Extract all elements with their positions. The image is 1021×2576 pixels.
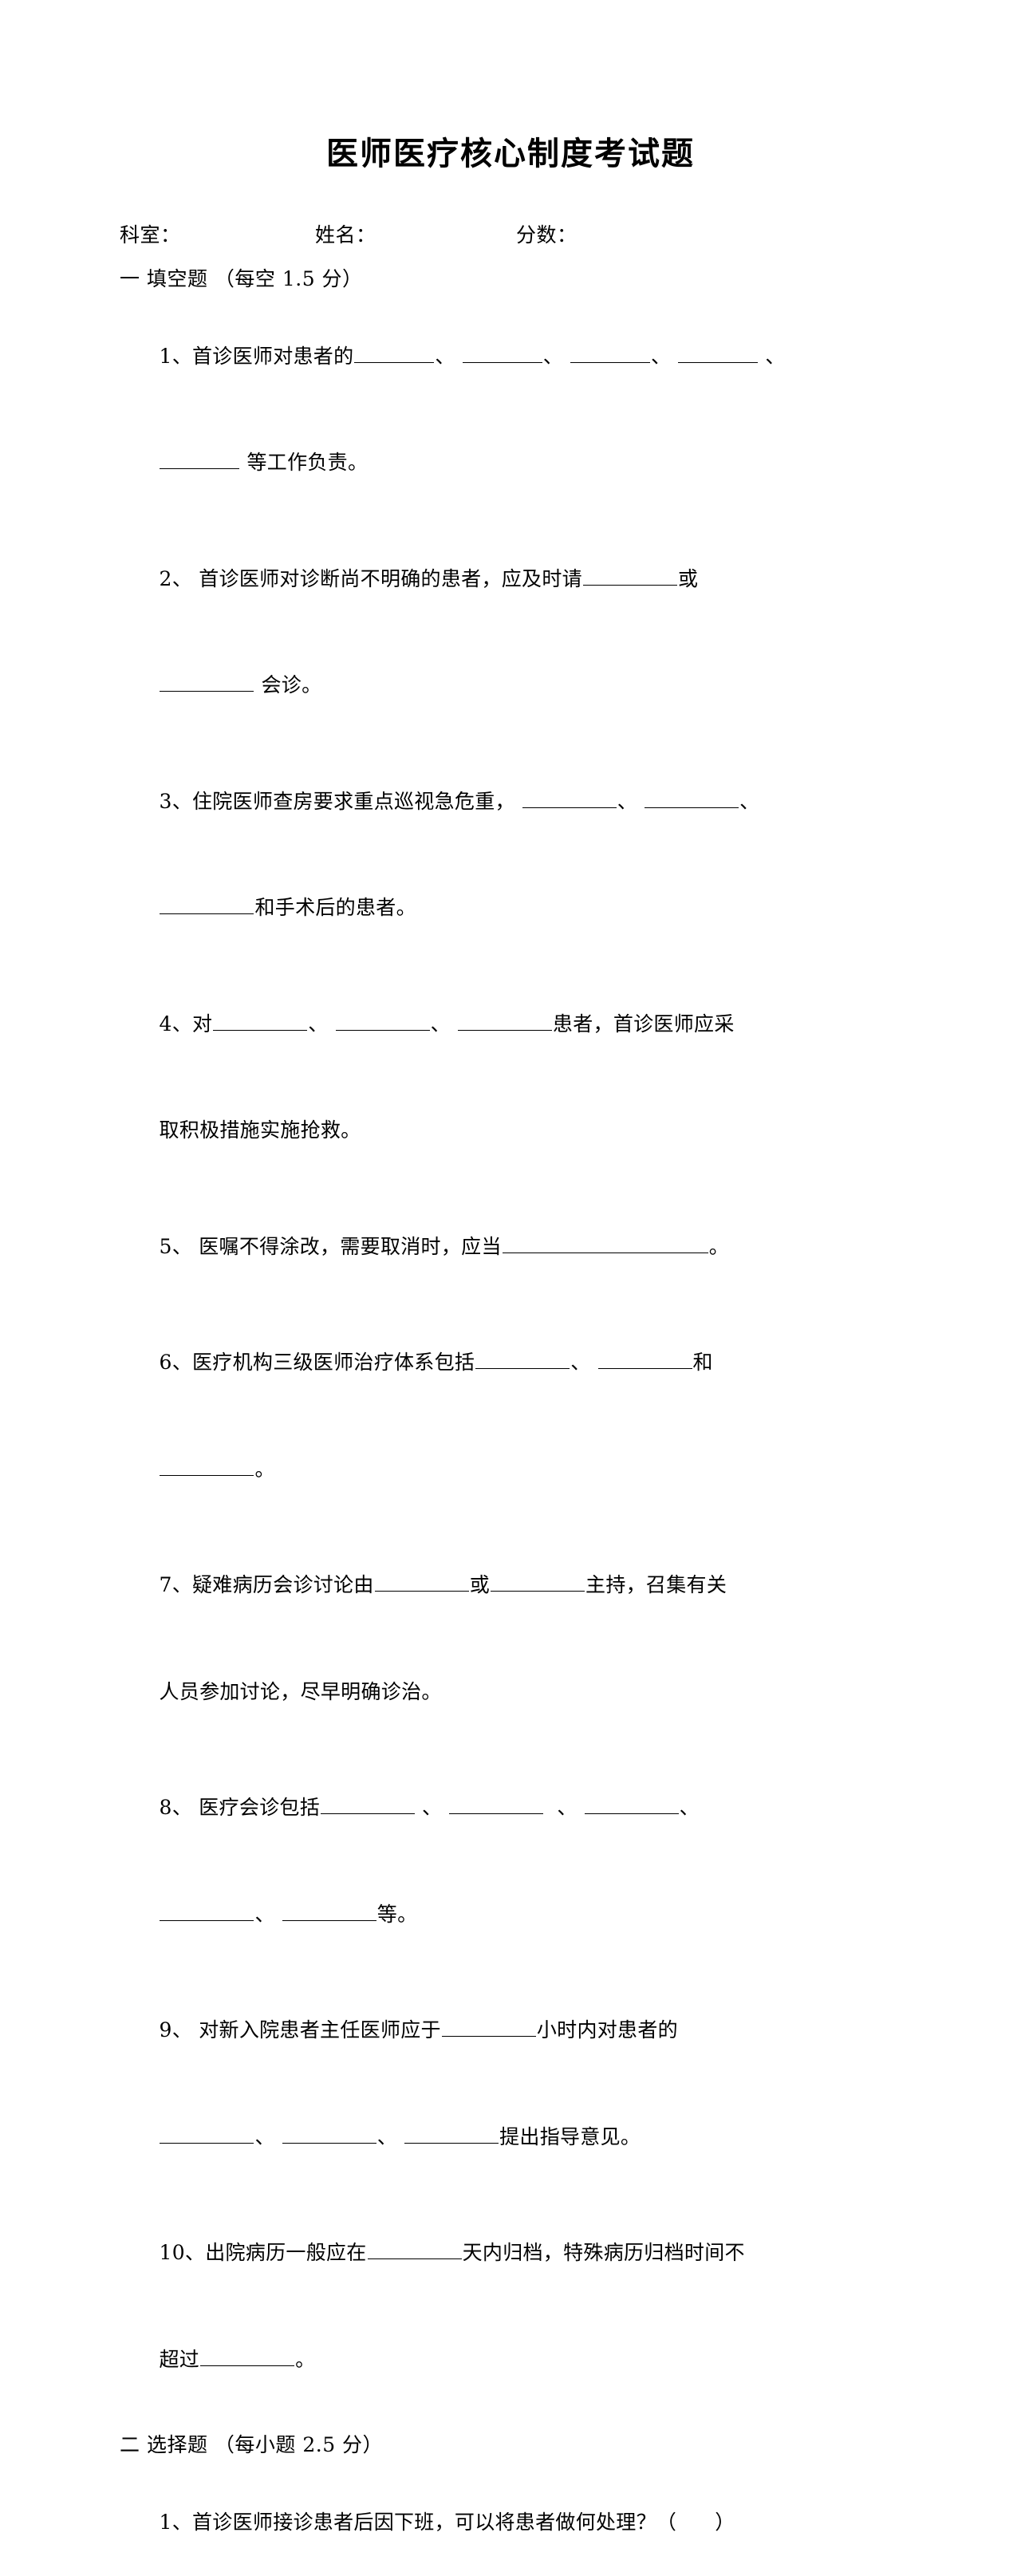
answer-blank[interactable] (374, 1569, 469, 1592)
question-text: 会诊。 (261, 673, 322, 697)
question-item: 2、 首诊医师对诊断尚不明确的患者，应及时请 或 会诊。 (120, 526, 901, 739)
question-item: 9、 对新入院患者主任医师应于 小时内对患者的 、 、 提出指导意见。 (120, 1978, 901, 2191)
answer-blank[interactable] (457, 1008, 552, 1031)
question-text: 7、疑难病历会诊讨论由 (159, 1573, 374, 1597)
answer-blank[interactable] (502, 1231, 708, 1253)
answer-blank[interactable] (282, 1899, 376, 1921)
question-text: 3、住院医师查房要求重点巡视急危重， (159, 789, 515, 813)
question-text: 提出指导意见。 (499, 2124, 641, 2148)
question-text: 5、 医嘱不得涂改，需要取消时，应当 (159, 1234, 502, 1258)
answer-blank[interactable] (449, 1792, 544, 1815)
separator: 、 (679, 1796, 700, 1820)
question-text: 。 (295, 2347, 316, 2371)
question-text: 等工作负责。 (246, 451, 369, 475)
question-text: 8、 医疗会诊包括 (159, 1796, 321, 1820)
document-page: 医师医疗核心制度考试题 科室： 姓名： 分数： 一 填空题 （每空 1.5 分）… (120, 135, 901, 2534)
question-text: 主持，召集有关 (585, 1573, 727, 1597)
question-item: 5、 医嘱不得涂改，需要取消时，应当 。 (120, 1193, 901, 1300)
question-text: ） (715, 2510, 735, 2534)
separator: 、 (542, 344, 564, 368)
answer-blank[interactable] (584, 1792, 679, 1815)
page-title: 医师医疗核心制度考试题 (326, 135, 695, 172)
separator: 、 (254, 2124, 275, 2148)
department-label: 科室： (120, 223, 181, 247)
separator: 、 (430, 1012, 451, 1036)
question-item: 8、 医疗会诊包括、、、 、等。 (120, 1755, 901, 1968)
separator: 、 (617, 789, 638, 813)
answer-blank[interactable] (160, 447, 240, 470)
score-label: 分数： (516, 223, 578, 247)
answer-blank[interactable] (582, 563, 677, 586)
question-item: 1、首诊医师对患者的 、 、 、 、 等工作负责。 (120, 303, 901, 516)
answer-blank[interactable] (597, 1347, 692, 1370)
question-text: 6、医疗机构三级医师治疗体系包括 (159, 1351, 475, 1375)
question-text: 小时内对患者的 (536, 2018, 678, 2042)
answer-blank[interactable] (160, 1899, 254, 1921)
question-text: 或 (469, 1573, 491, 1597)
question-text: 2、 首诊医师对诊断尚不明确的患者，应及时请 (159, 566, 582, 590)
question-item: 1、首诊医师接诊患者后因下班，可以将患者做何处理？（ ） (120, 2469, 901, 2576)
question-text: 或 (677, 566, 699, 590)
question-text: 。 (254, 1457, 275, 1481)
separator: 、 (376, 2124, 398, 2148)
answer-blank[interactable] (160, 892, 254, 915)
answer-blank[interactable] (570, 341, 651, 363)
answer-blank[interactable] (335, 1008, 430, 1031)
separator: 、 (557, 1796, 578, 1820)
answer-blank[interactable] (367, 2237, 462, 2260)
question-item: 6、医疗机构三级医师治疗体系包括 、 和 。 (120, 1310, 901, 1523)
separator: 、 (765, 344, 786, 368)
separator: 、 (308, 1012, 329, 1036)
answer-blank[interactable] (282, 2121, 376, 2144)
answer-blank[interactable] (321, 1792, 416, 1815)
question-text: 和 (692, 1351, 713, 1375)
separator: 、 (651, 344, 672, 368)
answer-blank[interactable] (678, 341, 759, 363)
separator: 、 (435, 344, 455, 368)
answer-blank[interactable] (160, 1454, 254, 1476)
exam-meta-row: 科室： 姓名： 分数： (120, 223, 901, 247)
question-item: 7、疑难病历会诊讨论由 或 主持，召集有关 人员参加讨论，尽早明确诊治。 (120, 1533, 901, 1746)
question-text: 10、出院病历一般应在 (159, 2241, 367, 2265)
question-text: 9、 对新入院患者主任医师应于 (159, 2018, 441, 2042)
question-text: 4、对 (159, 1012, 213, 1036)
answer-blank[interactable] (491, 1569, 585, 1592)
question-item: 10、出院病历一般应在 天内归档，特殊病历归档时间不 超过 。 (120, 2200, 901, 2413)
separator: 、 (254, 1902, 275, 1926)
section-heading-fill-in-blank: 一 填空题 （每空 1.5 分） (120, 267, 363, 290)
question-item: 3、住院医师查房要求重点巡视急危重， 、 、 和手术后的患者。 (120, 748, 901, 961)
answer-blank[interactable] (441, 2014, 536, 2038)
separator: 、 (422, 1796, 443, 1820)
question-text: 人员参加讨论，尽早明确诊治。 (159, 1679, 442, 1703)
question-text: 1、首诊医师接诊患者后因下班，可以将患者做何处理？（ (159, 2510, 677, 2534)
question-text: 。 (708, 1234, 730, 1258)
separator: 、 (739, 789, 760, 813)
question-text: 和手术后的患者。 (254, 896, 416, 920)
section-heading-multiple-choice: 二 选择题 （每小题 2.5 分） (120, 2432, 384, 2456)
answer-blank[interactable] (160, 2121, 254, 2144)
question-text: 取积极措施实施抢救。 (159, 1118, 361, 1142)
answer-blank[interactable] (213, 1008, 308, 1031)
answer-blank[interactable] (160, 669, 254, 692)
question-text: 等。 (376, 1902, 418, 1926)
name-label: 姓名： (315, 223, 376, 247)
question-item: 4、对 、 、 患者，首诊医师应采 取积极措施实施抢救。 (120, 971, 901, 1184)
answer-blank[interactable] (645, 786, 739, 808)
answer-blank[interactable] (475, 1347, 570, 1370)
answer-blank[interactable] (354, 341, 435, 363)
question-text: 超过 (159, 2347, 200, 2371)
question-text: 天内归档，特殊病历归档时间不 (462, 2241, 745, 2265)
question-text: 患者，首诊医师应采 (552, 1012, 735, 1036)
separator: 、 (570, 1351, 591, 1375)
answer-blank[interactable] (462, 341, 542, 363)
answer-blank[interactable] (200, 2344, 295, 2366)
question-text: 1、首诊医师对患者的 (159, 344, 354, 368)
answer-blank[interactable] (404, 2121, 499, 2144)
answer-blank[interactable] (522, 786, 617, 808)
